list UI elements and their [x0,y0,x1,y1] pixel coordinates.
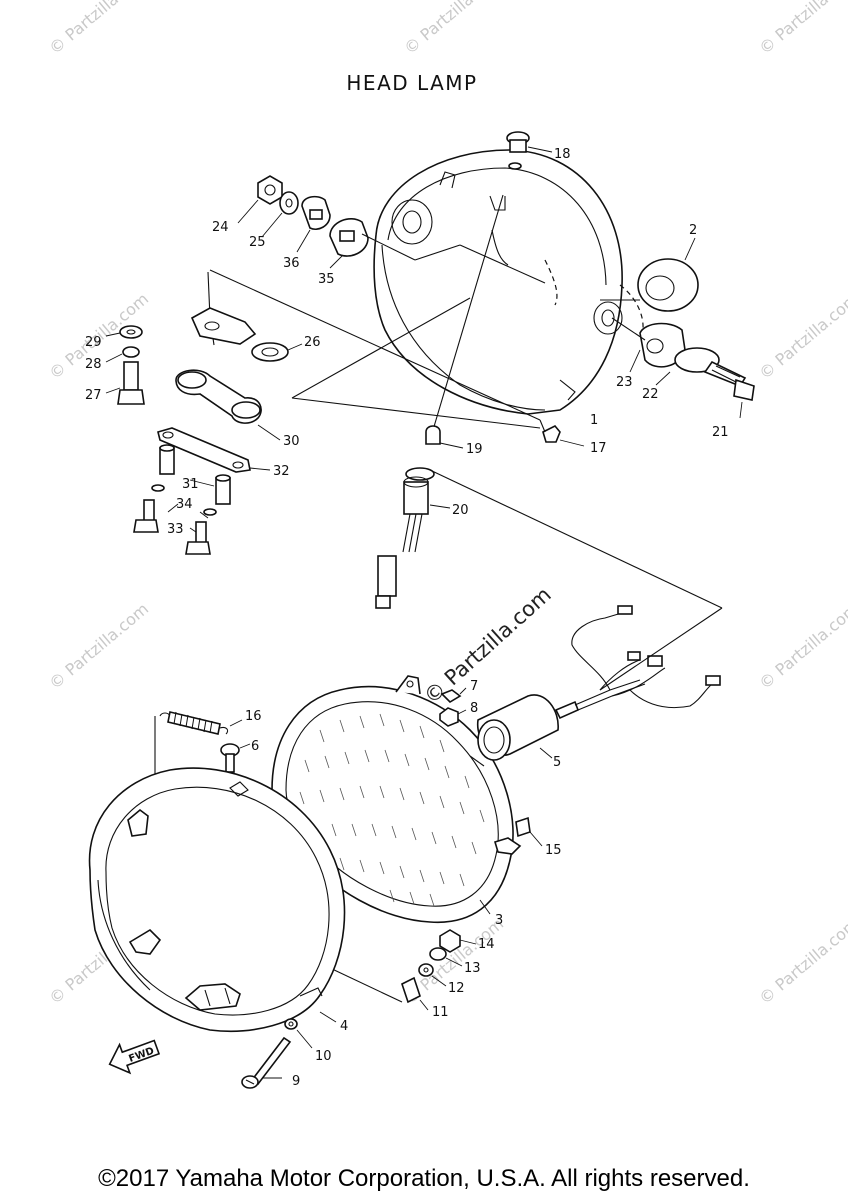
callout-21: 21 [712,425,729,440]
callout-13: 13 [464,961,481,976]
callout-3: 3 [495,913,503,928]
callout-32: 32 [273,464,290,479]
hardware-7-8-15 [439,687,543,847]
assembly-lines-upper [207,269,546,433]
callout-19: 19 [466,442,483,457]
fwd-arrow: FWD [108,1039,161,1075]
callout-14: 14 [478,937,495,952]
callout-33: 33 [167,522,184,537]
callout-numbers: 1 2 3 4 5 6 7 8 9 10 11 12 13 14 15 16 1… [85,147,729,1089]
callout-12: 12 [448,981,465,996]
screw-9-washer-10 [241,1018,313,1089]
callout-17: 17 [590,441,607,456]
callout-7: 7 [470,679,478,694]
watermark: © Partzilla.com [755,0,848,58]
watermark: © Partzilla.com [45,599,152,693]
watermark: © Partzilla.com [400,0,507,58]
callout-8: 8 [470,701,478,716]
callout-4: 4 [340,1019,348,1034]
bracket-26-bolt-27 [105,307,303,405]
copyright-notice: ©2017 Yamaha Motor Corporation, U.S.A. A… [98,1165,750,1192]
callout-27: 27 [85,388,102,403]
callout-5: 5 [553,755,561,770]
callout-35: 35 [318,272,335,287]
callout-30: 30 [283,434,300,449]
screw-17 [542,425,585,447]
callout-11: 11 [432,1005,449,1020]
callout-34: 34 [176,497,193,512]
diagram-title: HEAD LAMP [346,71,477,95]
callout-36: 36 [283,256,300,271]
callout-20: 20 [452,503,469,518]
lens-pattern [299,713,485,907]
headlight-housing [373,149,644,415]
hardware-24-25-36-35 [237,175,546,284]
hardware-14-13-12-11 [329,929,477,1011]
callout-25: 25 [249,235,266,250]
callout-29: 29 [85,335,102,350]
grommet-18 [506,131,553,170]
callout-24: 24 [212,220,229,235]
watermark: © Partzilla.com [755,289,848,383]
watermark: © Partzilla.com [45,0,152,58]
callout-16: 16 [245,709,262,724]
watermark-center: © Partzilla.com [419,582,555,708]
mount-30-32-31-33-34 [133,369,281,555]
callout-10: 10 [315,1049,332,1064]
callout-28: 28 [85,357,102,372]
callout-18: 18 [554,147,571,162]
watermark: © Partzilla.com [755,599,848,693]
callout-26: 26 [304,335,321,350]
headlight-rim-4 [88,767,346,1033]
hardware-2-23-22-21 [600,237,755,419]
callout-1: 1 [590,413,598,428]
callout-6: 6 [251,739,259,754]
callout-22: 22 [642,387,659,402]
callout-23: 23 [616,375,633,390]
callout-15: 15 [545,843,562,858]
bulb-housing-5 [469,605,723,767]
callout-2: 2 [689,223,697,238]
bulb-19-socket-20 [375,194,723,609]
callout-31: 31 [182,477,199,492]
callout-9: 9 [292,1074,300,1089]
watermark: © Partzilla.com [755,914,848,1008]
